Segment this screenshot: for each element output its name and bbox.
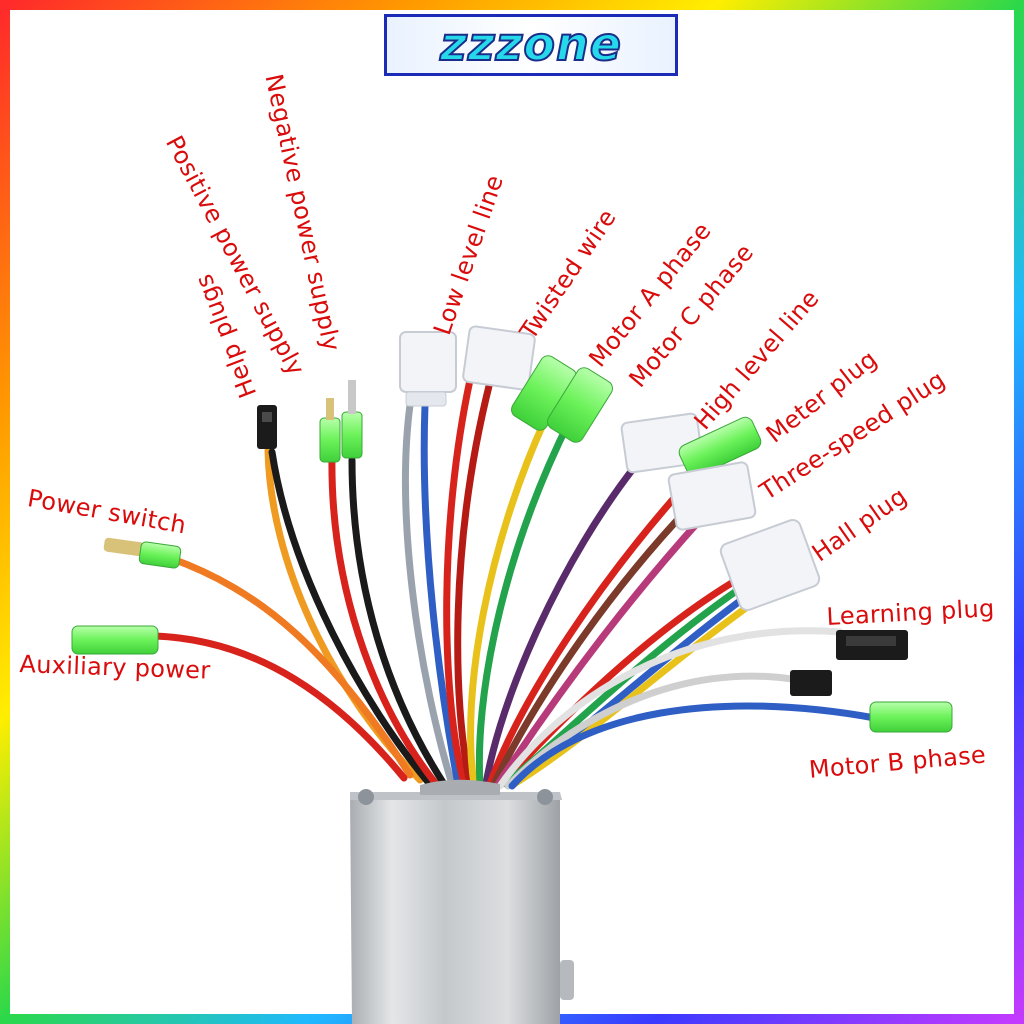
wire-high-purple xyxy=(482,456,644,788)
wire-twisted-red2 xyxy=(454,378,494,788)
wire-motor-a-yellow xyxy=(467,416,549,788)
wire-aux-red xyxy=(151,632,408,782)
label-auxiliary-power: Auxiliary power xyxy=(19,650,211,685)
controller-body xyxy=(350,779,574,1024)
wire-low-blue xyxy=(420,401,462,788)
brand-logo: zzzone xyxy=(384,14,678,76)
negative-bullet-connector xyxy=(341,411,363,459)
motor-b-connector xyxy=(869,701,953,733)
wire-three-speed xyxy=(494,516,704,788)
brand-logo-text: zzzone xyxy=(439,17,622,71)
hall-plug-connector xyxy=(719,518,821,612)
help-plug-connector xyxy=(257,405,277,449)
wire-motor-b-blue xyxy=(508,702,879,790)
connectors xyxy=(71,325,953,733)
low-level-plug-connector xyxy=(399,331,457,407)
wire-learning-white xyxy=(496,627,844,790)
wire-meter-red xyxy=(486,476,694,788)
wire-bundle xyxy=(151,376,879,790)
wire-positive-red xyxy=(328,451,440,788)
wire-meter-brown xyxy=(490,496,700,788)
learning-plug-connector-2 xyxy=(790,670,832,696)
wire-power-switch xyxy=(166,554,414,779)
twisted-wire-plug-connector xyxy=(462,325,536,391)
three-speed-plug-connector xyxy=(667,461,757,531)
meter-plug-connector xyxy=(678,416,762,478)
motor-c-connector xyxy=(547,367,613,443)
wire-motor-c-green xyxy=(475,416,574,788)
auxiliary-power-connector xyxy=(71,625,159,655)
wire-negative-black xyxy=(348,456,448,788)
wire-low-gray xyxy=(402,401,456,788)
wire-help-black xyxy=(268,448,432,786)
wire-twisted-red xyxy=(443,376,474,788)
positive-bullet-connector xyxy=(319,417,341,463)
power-switch-connector xyxy=(103,537,145,557)
